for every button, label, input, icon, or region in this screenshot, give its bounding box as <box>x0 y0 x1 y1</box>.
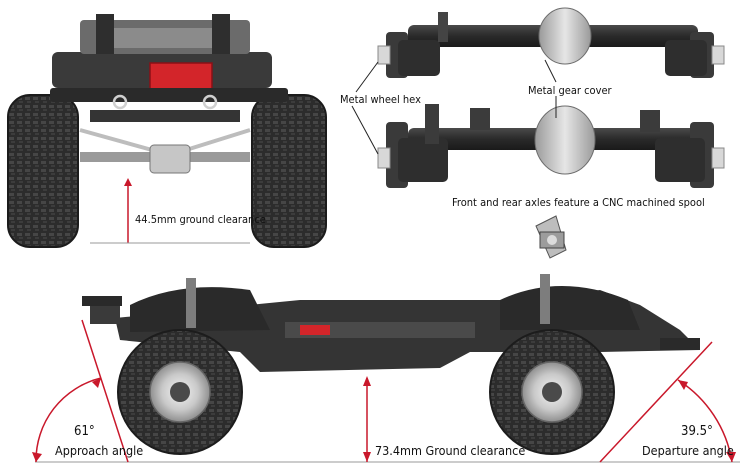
approach-angle-label: Approach angle <box>55 443 144 458</box>
lower-gear-cover <box>534 105 596 175</box>
metal-wheel-hex-label: Metal wheel hex <box>340 93 421 106</box>
front-bumper <box>50 88 288 102</box>
metal-gear-cover-label: Metal gear cover <box>528 84 612 97</box>
side-ground-clearance-label: 73.4mm Ground clearance <box>375 443 526 458</box>
cnc-spool <box>535 215 567 259</box>
front-ground-clearance-label: 44.5mm ground clearance <box>135 213 266 226</box>
upper-gear-cover <box>538 7 592 65</box>
front-left-tire <box>7 94 79 248</box>
front-view <box>7 14 327 248</box>
gear-cover-callout-1 <box>544 59 557 83</box>
side-view <box>35 274 740 463</box>
departure-angle-indicator <box>599 341 736 463</box>
side-ground-clearance-indicator <box>363 376 371 462</box>
departure-angle-label: Departure angle <box>642 443 734 458</box>
wheel-hex-callout-1 <box>355 61 379 93</box>
cnc-spool-label: Front and rear axles feature a CNC machi… <box>452 196 705 209</box>
axle-view-top <box>377 7 725 78</box>
front-right-tire <box>251 94 327 248</box>
approach-angle-indicator <box>32 319 129 463</box>
wheel-hex-callout-2 <box>351 105 379 155</box>
axle-view-bottom <box>377 104 725 188</box>
approach-angle-value: 61° <box>74 424 95 439</box>
battery <box>149 62 213 92</box>
departure-angle-value: 39.5° <box>681 424 713 439</box>
